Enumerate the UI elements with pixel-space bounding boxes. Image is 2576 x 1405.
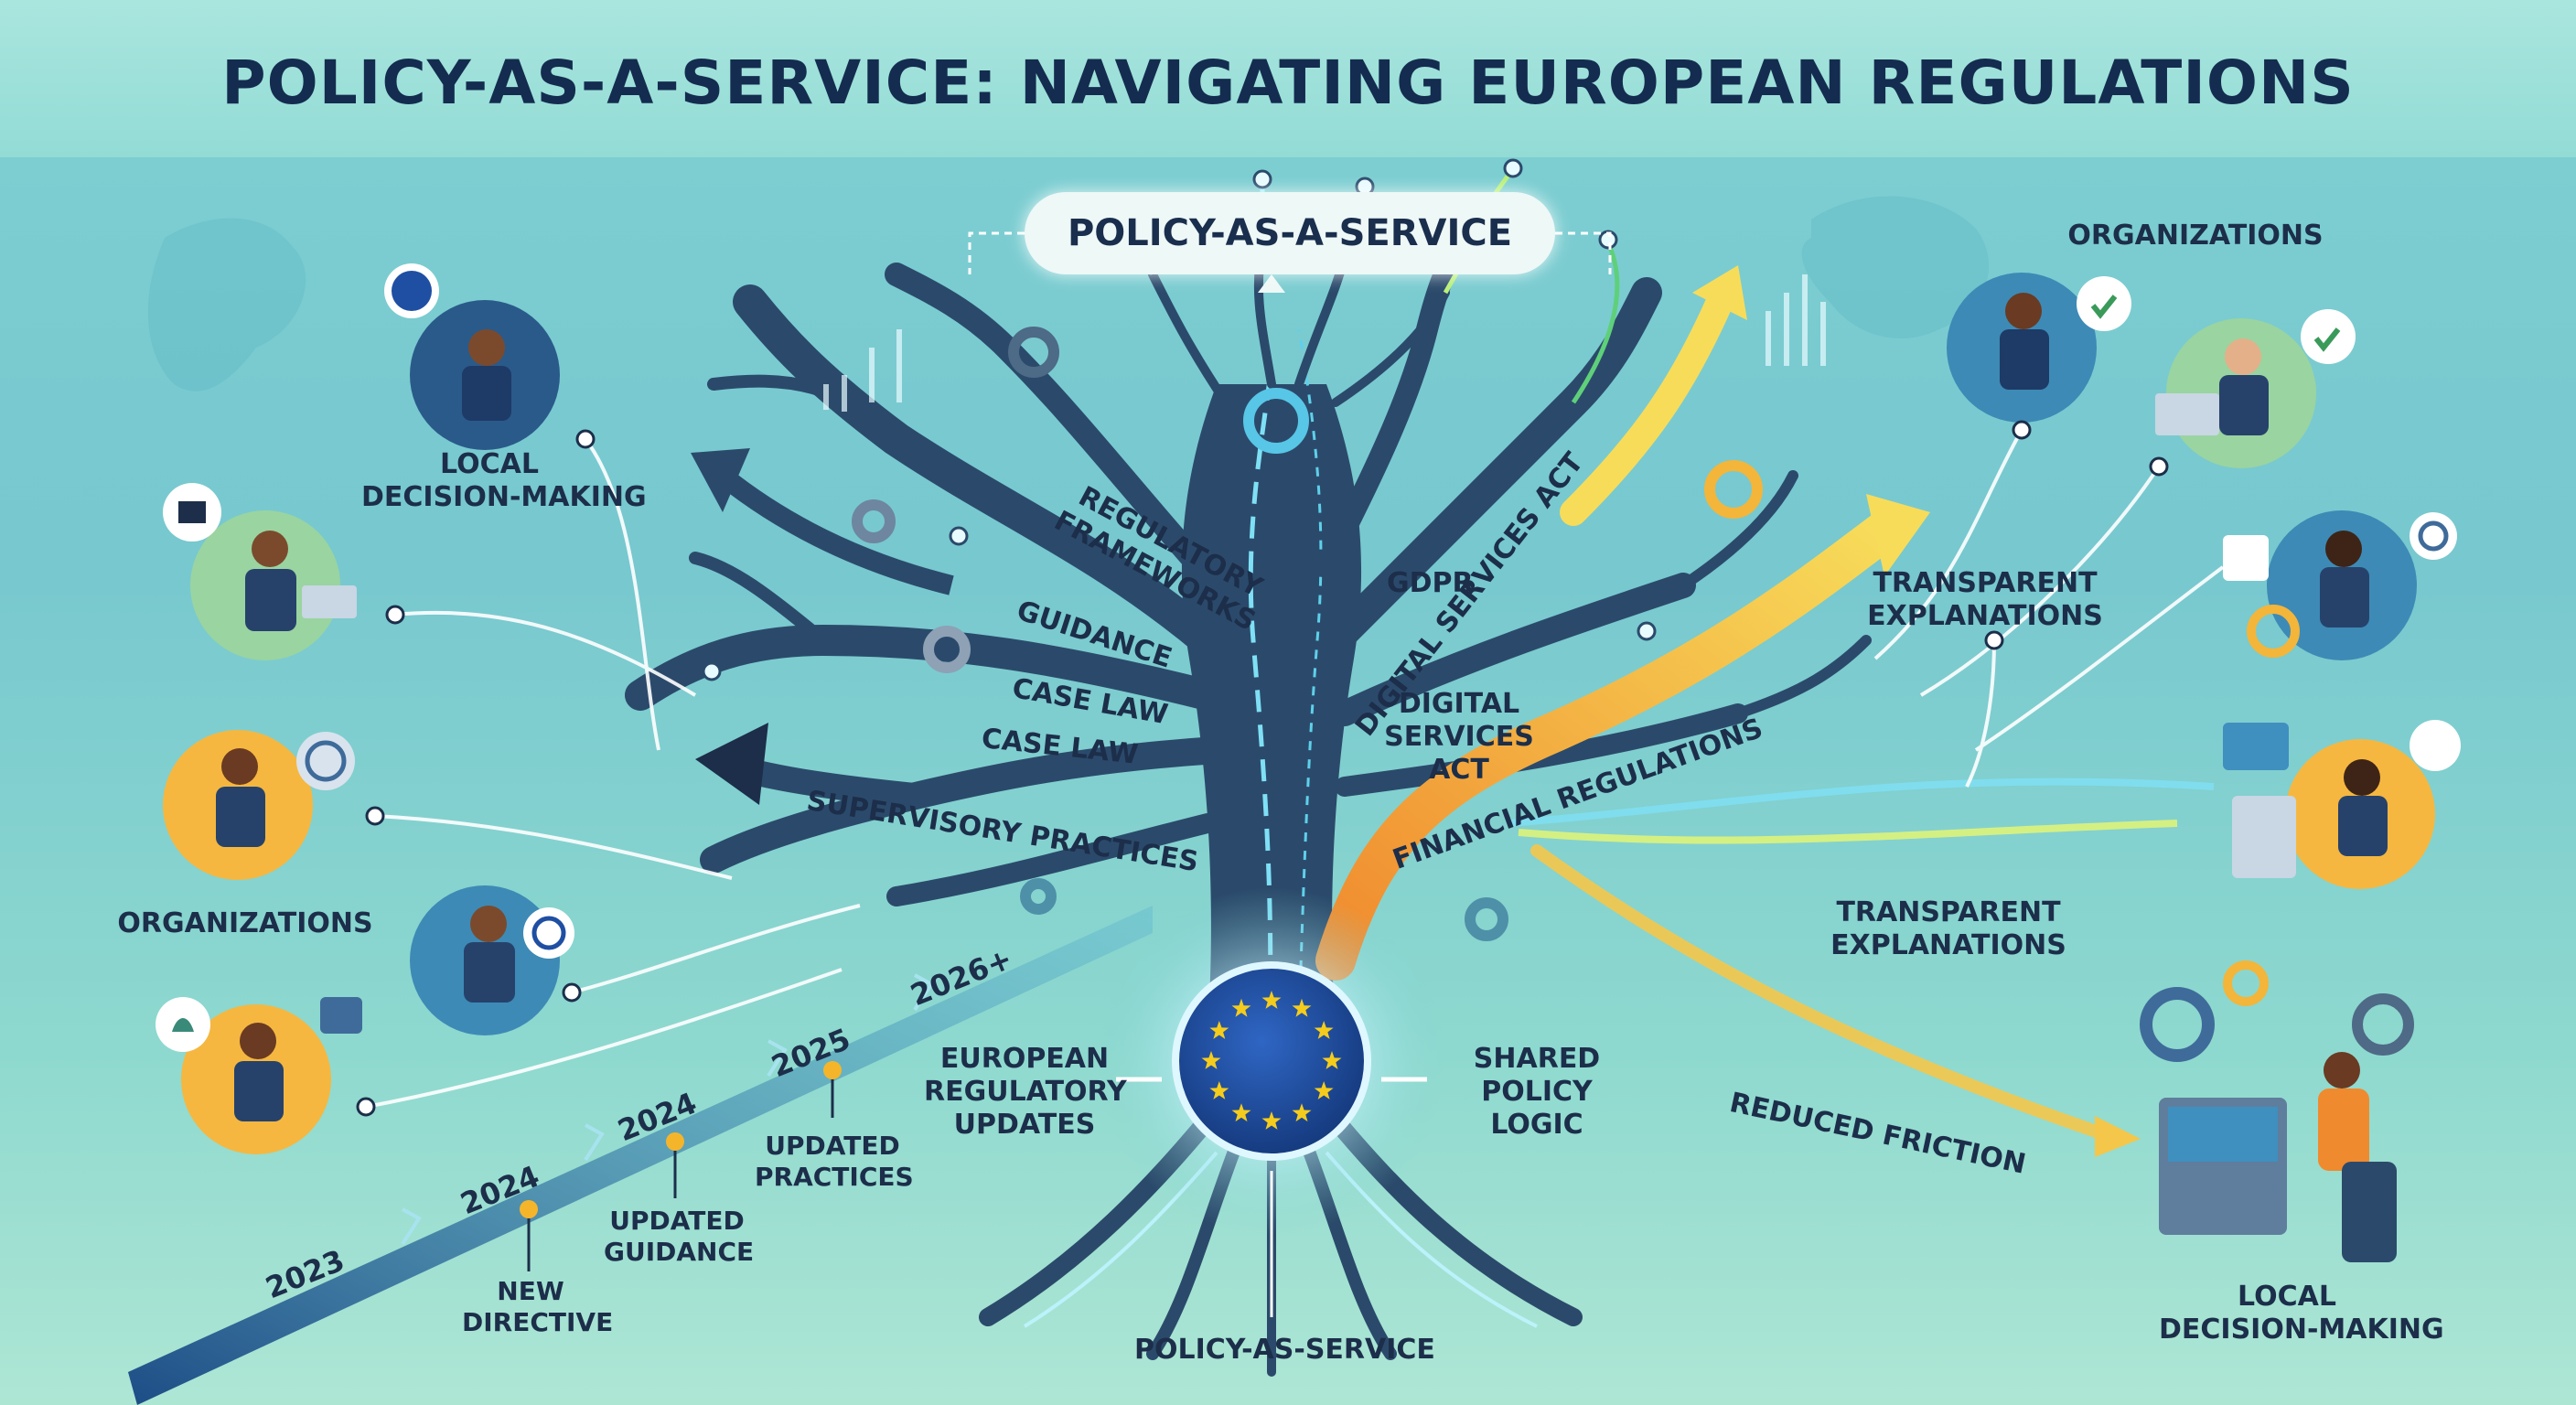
left-local-line1: LOCAL	[440, 448, 539, 480]
tree-trunk	[1181, 384, 1362, 1034]
person-right-4	[2223, 720, 2461, 889]
yellow-arrow-lower	[1530, 844, 2110, 1141]
eu-star	[1231, 1103, 1251, 1122]
eu-star	[1314, 1021, 1334, 1039]
left-organizations-label: ORGANIZATIONS	[117, 907, 373, 939]
shared-line3: LOGIC	[1490, 1109, 1583, 1141]
left-arrow-upper	[716, 467, 954, 595]
eu-star	[1209, 1021, 1229, 1039]
eu-globe	[1172, 961, 1371, 1161]
person-left-2	[163, 483, 357, 660]
timeline-chevrons	[401, 973, 934, 1246]
updated-guidance-line1: UPDATED	[609, 1206, 745, 1236]
shared-line2: POLICY	[1481, 1076, 1593, 1108]
person-left-4	[410, 885, 574, 1035]
dsa-line2: SERVICES	[1384, 721, 1534, 753]
transparent2-line2: EXPLANATIONS	[1830, 929, 2066, 961]
event-updated-practices: UPDATED PRACTICES	[755, 1131, 914, 1192]
new-directive-line2: DIRECTIVE	[462, 1306, 614, 1337]
dsa-line1: DIGITAL	[1398, 688, 1520, 720]
gear-icons	[852, 327, 1763, 941]
person-left-3	[163, 730, 355, 880]
person-left-1	[384, 263, 560, 450]
updated-guidance-line2: GUIDANCE	[604, 1236, 755, 1267]
right-connectors	[1873, 429, 2225, 788]
title-banner	[0, 0, 2576, 157]
person-right-3	[2223, 510, 2457, 660]
shared-line1: SHARED	[1473, 1043, 1601, 1075]
data-bars	[823, 274, 1826, 412]
left-branches	[625, 263, 1230, 906]
updated-practices-line2: PRACTICES	[755, 1161, 914, 1192]
dsa-line3: ACT	[1429, 754, 1489, 786]
eu-star	[1314, 1081, 1334, 1099]
digital-services-act-label: DIGITAL SERVICES ACT	[1372, 688, 1546, 787]
eu-star	[1322, 1051, 1342, 1069]
policy-service-pill: POLICY-AS-A-SERVICE	[1025, 192, 1555, 274]
right-local-label: LOCAL DECISION-MAKING	[2159, 1281, 2444, 1346]
eu-star	[1201, 1051, 1221, 1069]
updated-practices-line1: UPDATED	[765, 1131, 900, 1161]
transparent2-line1: TRANSPARENT	[1836, 896, 2061, 928]
transparent1-line1: TRANSPARENT	[1873, 567, 2098, 599]
transparent1-line2: EXPLANATIONS	[1867, 600, 2103, 632]
eu-updates-line2: REGULATORY	[924, 1076, 1127, 1108]
gdpr-label: GDPR	[1387, 567, 1474, 599]
person-right-2	[2155, 309, 2356, 468]
right-transparent-label-1: TRANSPARENT EXPLANATIONS	[1857, 567, 2113, 633]
right-transparent-label-2: TRANSPARENT EXPLANATIONS	[1820, 896, 2077, 962]
event-new-directive: NEW DIRECTIVE	[462, 1276, 614, 1337]
yellow-arrow-main	[1315, 510, 1905, 981]
eu-stars	[1201, 991, 1342, 1130]
yellow-arrow-upper	[1560, 288, 1733, 526]
right-local-line2: DECISION-MAKING	[2159, 1314, 2444, 1346]
page-title: POLICY-AS-A-SERVICE: NAVIGATING EUROPEAN…	[221, 48, 2355, 118]
timeline-markers	[520, 1061, 842, 1271]
person-right-5	[2140, 960, 2414, 1262]
bottom-policy-label: POLICY-AS-SERVICE	[1134, 1334, 1435, 1366]
eu-updates-line1: EUROPEAN	[939, 1043, 1110, 1075]
left-connectors	[365, 437, 861, 1109]
person-left-5	[156, 997, 362, 1154]
europe-map-left	[147, 218, 306, 391]
eu-updates-line3: UPDATES	[953, 1109, 1096, 1141]
right-organizations-label: ORGANIZATIONS	[2067, 220, 2324, 252]
pill-label: POLICY-AS-A-SERVICE	[1067, 212, 1513, 254]
new-directive-line1: NEW	[497, 1276, 564, 1306]
right-local-line1: LOCAL	[2238, 1281, 2336, 1313]
europe-map-right	[1801, 196, 1990, 338]
eu-star	[1261, 1111, 1282, 1130]
timeline-band	[128, 906, 1153, 1405]
eu-updates-label: EUROPEAN REGULATORY UPDATES	[924, 1043, 1127, 1142]
eu-star	[1292, 998, 1312, 1017]
left-local-label: LOCAL DECISION-MAKING	[361, 448, 647, 514]
eu-star	[1209, 1081, 1229, 1099]
event-updated-guidance: UPDATED GUIDANCE	[604, 1206, 755, 1267]
person-right-1	[1947, 273, 2131, 423]
eu-star	[1231, 998, 1251, 1017]
left-local-line2: DECISION-MAKING	[361, 481, 647, 513]
eu-star	[1261, 991, 1282, 1009]
eu-star	[1292, 1103, 1312, 1122]
shared-policy-label: SHARED POLICY LOGIC	[1445, 1043, 1628, 1142]
